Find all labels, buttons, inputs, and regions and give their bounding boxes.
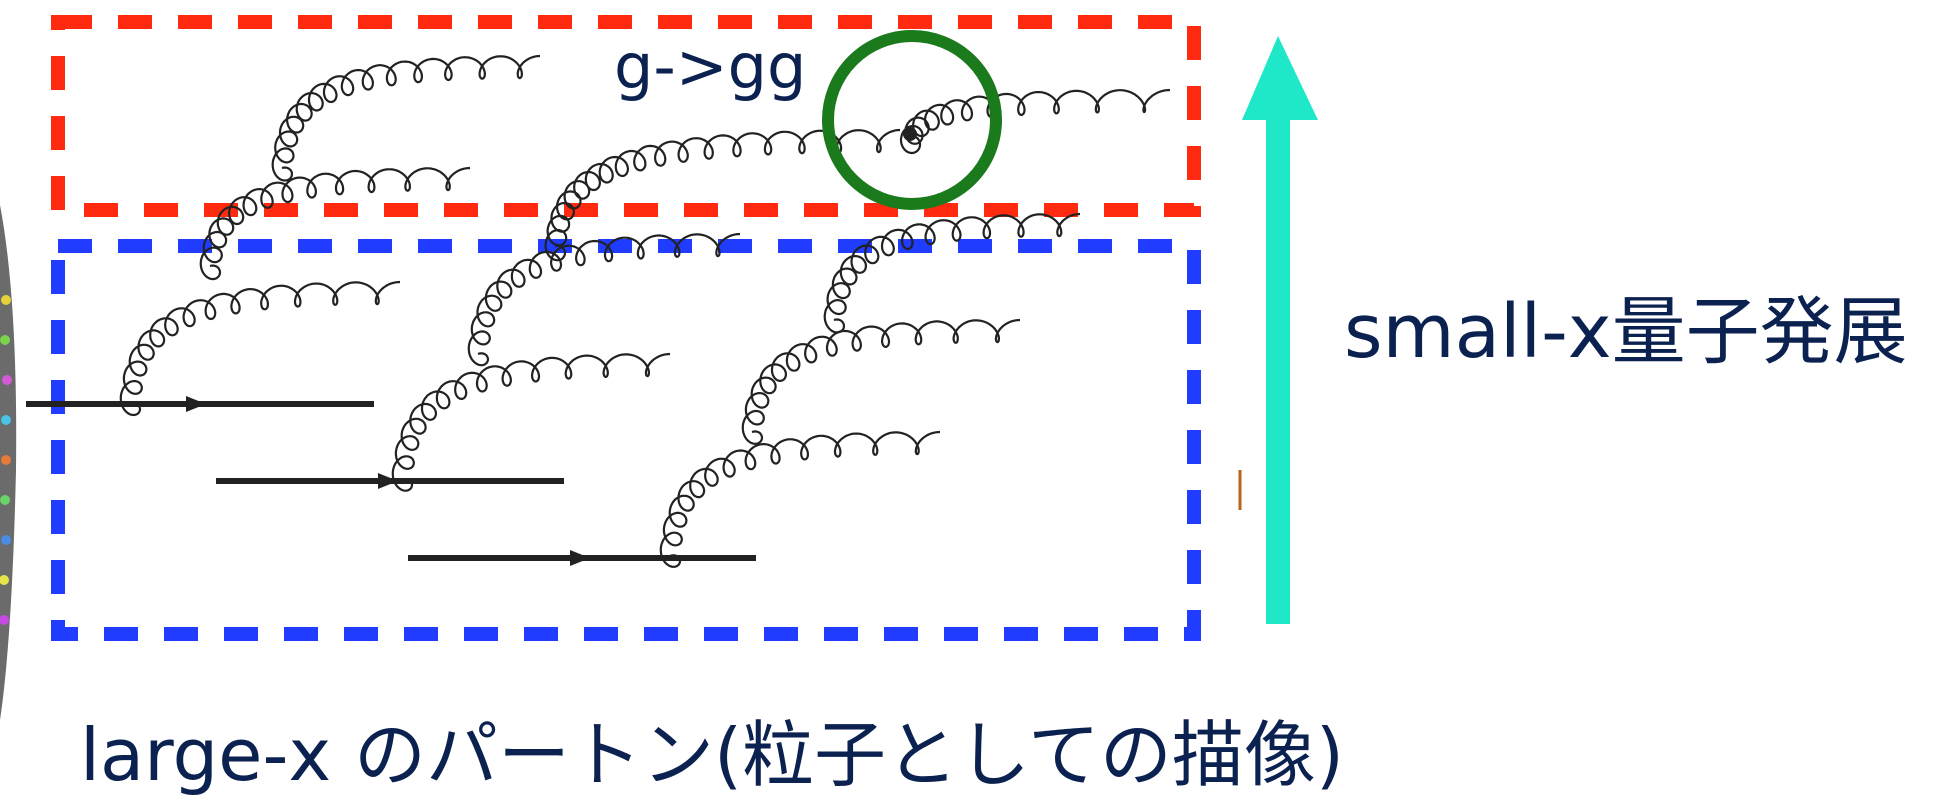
arrow-icon [570, 550, 590, 566]
gluon-line [391, 352, 671, 492]
partons-caption: large-x のパートン(粒子としての描像) [80, 713, 1344, 797]
gluon-line [199, 166, 471, 281]
gluon-line [659, 430, 941, 568]
gluon-line [741, 318, 1021, 445]
gluon-line [823, 212, 1081, 334]
small-x-region-box [51, 15, 1201, 217]
gluon-line [544, 128, 901, 262]
gluon-lines [119, 54, 1171, 568]
quark-arrows [186, 396, 590, 566]
arrow-icon [186, 396, 206, 412]
gluon-line [467, 232, 741, 367]
large-x-region-box [51, 239, 1201, 641]
splitting-label: g->gg [614, 30, 807, 103]
vertex-dot [903, 127, 917, 141]
arrow-up-icon [1242, 36, 1318, 624]
circle-icon [822, 30, 1002, 210]
evolution-label: small-x量子発展 [1344, 289, 1908, 375]
arrow-icon [378, 473, 398, 489]
gluon-line [271, 54, 541, 182]
nucleus-edge [0, 205, 17, 720]
gluon-line [119, 280, 401, 417]
gluon-line [899, 88, 1171, 155]
